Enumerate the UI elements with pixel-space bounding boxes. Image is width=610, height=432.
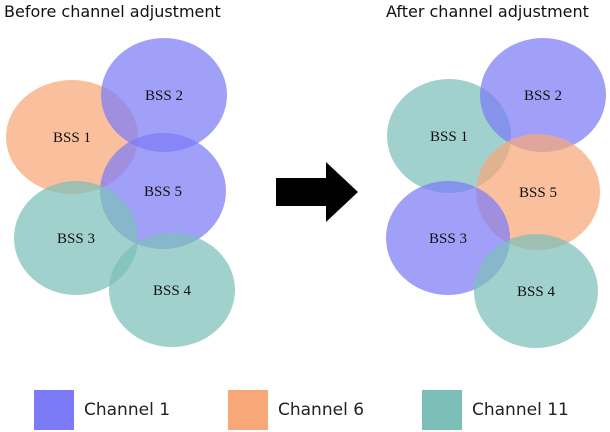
before-bss-1-label: BSS 1 (53, 130, 91, 146)
legend: Channel 1 Channel 6 Channel 11 (0, 390, 610, 432)
before-bss-4-cell (109, 233, 235, 347)
after-bss-2-label: BSS 2 (524, 88, 562, 104)
right-arrow-icon (276, 162, 358, 222)
after-bss-3-label: BSS 3 (429, 231, 467, 247)
legend-item-channel-1: Channel 1 (34, 390, 170, 430)
after-bss-1-label: BSS 1 (430, 129, 468, 145)
after-bss-3-cell (386, 181, 510, 295)
swatch-channel-1 (34, 390, 74, 430)
after-diagram: BSS 1 BSS 2 BSS 5 BSS 3 BSS 4 (386, 38, 606, 348)
before-bss-2-label: BSS 2 (145, 88, 183, 104)
legend-label-channel-1: Channel 1 (84, 400, 171, 420)
before-bss-4-label: BSS 4 (153, 283, 191, 299)
legend-label-channel-11: Channel 11 (472, 400, 569, 420)
legend-item-channel-11: Channel 11 (422, 390, 569, 430)
after-bss-1-cell (387, 79, 511, 193)
after-bss-4-cell (474, 234, 598, 348)
after-bss-4-label: BSS 4 (517, 284, 555, 300)
legend-label-channel-6: Channel 6 (278, 400, 365, 420)
after-title: After channel adjustment (386, 2, 589, 21)
after-bss-2-cell (480, 38, 606, 152)
before-title: Before channel adjustment (4, 2, 221, 21)
before-bss-3-cell (14, 181, 138, 295)
legend-item-channel-6: Channel 6 (228, 390, 364, 430)
before-bss-5-label: BSS 5 (144, 184, 182, 200)
swatch-channel-6 (228, 390, 268, 430)
before-bss-2-cell (101, 38, 227, 152)
before-diagram: BSS 1 BSS 2 BSS 5 BSS 3 BSS 4 (6, 38, 235, 347)
after-bss-5-label: BSS 5 (519, 185, 557, 201)
before-bss-3-label: BSS 3 (57, 231, 95, 247)
swatch-channel-11 (422, 390, 462, 430)
